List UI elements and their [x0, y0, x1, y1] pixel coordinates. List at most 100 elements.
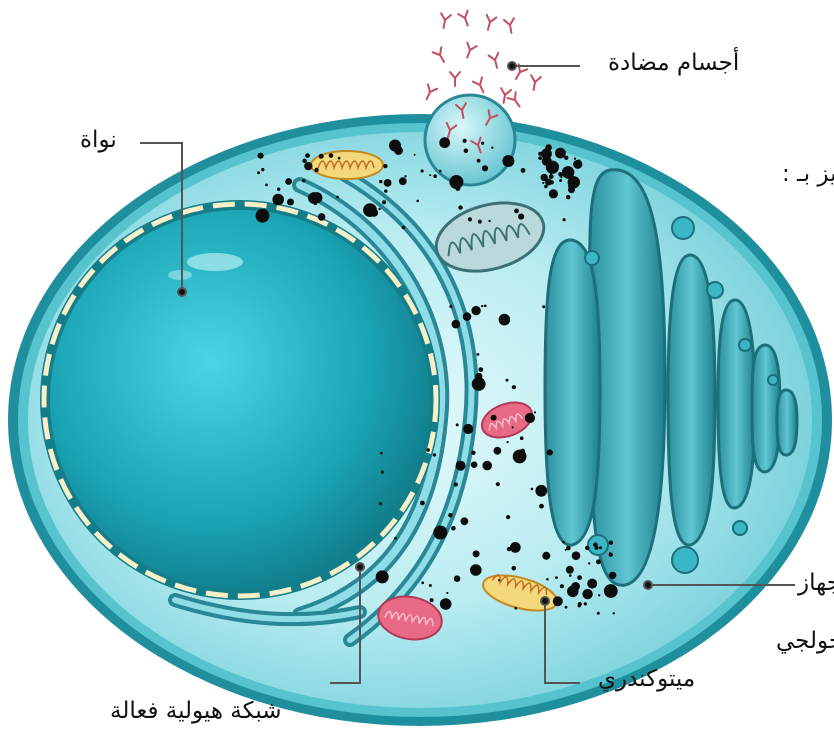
granule-icon — [535, 485, 547, 497]
granule-icon — [501, 316, 504, 319]
granule-icon — [598, 594, 600, 596]
antibody-icon — [450, 72, 460, 86]
granule-icon — [394, 537, 397, 540]
granule-icon — [302, 179, 305, 182]
granule-icon — [555, 576, 558, 579]
granule-icon — [502, 155, 514, 167]
granule-icon — [382, 200, 386, 204]
granule-icon — [318, 213, 326, 221]
granule-icon — [468, 217, 472, 221]
granule-icon — [308, 192, 320, 204]
granule-icon — [429, 584, 432, 587]
granule-icon — [399, 177, 407, 185]
granule-icon — [452, 320, 461, 329]
antibody-icon — [507, 92, 523, 109]
granule-icon — [546, 578, 549, 581]
granule-icon — [265, 184, 268, 187]
granule-icon — [370, 209, 378, 217]
granule-icon — [518, 214, 524, 220]
granule-icon — [257, 171, 260, 174]
granule-icon — [506, 515, 510, 519]
granule-icon — [494, 447, 502, 455]
granule-icon — [482, 165, 488, 171]
granule-icon — [477, 159, 481, 163]
granule-icon — [520, 436, 524, 440]
label-side-text: يز بـ : — [782, 163, 834, 186]
label-golgi-line1: جهاز — [798, 572, 834, 595]
antibody-icon — [473, 77, 488, 94]
granule-icon — [376, 570, 389, 583]
antibody-icon — [489, 53, 502, 69]
granule-icon — [456, 461, 466, 471]
granule-icon — [402, 226, 406, 230]
granule-icon — [547, 449, 553, 455]
granule-icon — [477, 353, 480, 356]
granule-icon — [507, 547, 511, 551]
antibody-icon — [422, 84, 437, 101]
granule-icon — [448, 513, 452, 517]
granule-icon — [569, 574, 572, 577]
granule-icon — [261, 168, 264, 171]
granule-icon — [541, 151, 548, 158]
granule-icon — [542, 305, 545, 308]
granule-icon — [380, 452, 383, 455]
granule-icon — [471, 461, 478, 468]
granule-icon — [531, 488, 534, 491]
granule-icon — [439, 137, 450, 148]
granule-icon — [383, 164, 387, 168]
granule-icon — [458, 205, 462, 209]
granule-icon — [534, 411, 536, 413]
granule-icon — [414, 154, 416, 156]
granule-icon — [285, 178, 292, 185]
granule-icon — [585, 546, 589, 550]
granule-icon — [574, 158, 576, 160]
granule-icon — [545, 179, 552, 186]
antibody-icon — [499, 88, 511, 104]
granule-icon — [550, 173, 552, 175]
granule-icon — [389, 140, 401, 152]
granule-icon — [471, 451, 475, 455]
antibody-icon — [483, 15, 496, 31]
granule-icon — [456, 423, 459, 426]
granule-icon — [272, 194, 284, 206]
granule-icon — [446, 592, 448, 594]
granule-icon — [440, 598, 452, 610]
granule-icon — [559, 179, 562, 182]
granule-icon — [420, 501, 425, 506]
granule-icon — [573, 160, 582, 169]
granule-icon — [539, 504, 544, 509]
secretory-vesicle — [425, 95, 515, 185]
granule-icon — [433, 526, 447, 540]
granule-icon — [384, 189, 387, 192]
granule-icon — [404, 175, 406, 177]
label-rough-er: شبكة هيولية فعالة — [110, 700, 282, 723]
granule-icon — [596, 559, 601, 564]
granule-icon — [512, 385, 516, 389]
granule-icon — [514, 209, 519, 214]
granule-icon — [329, 153, 334, 158]
granule-icon — [379, 180, 382, 183]
granule-icon — [556, 149, 563, 156]
granule-icon — [319, 154, 324, 159]
granule-icon — [454, 482, 458, 486]
granule-icon — [463, 424, 473, 434]
granule-icon — [578, 604, 581, 607]
granule-icon — [491, 147, 493, 149]
label-antibodies: أجسام مضادة — [608, 52, 739, 75]
nucleus — [40, 200, 440, 600]
granule-icon — [277, 188, 280, 191]
granule-icon — [564, 156, 568, 160]
granule-icon — [515, 607, 518, 610]
granule-icon — [421, 581, 424, 584]
granule-icon — [478, 367, 483, 372]
granule-icon — [381, 471, 384, 474]
granule-icon — [471, 306, 480, 315]
antibody-icon — [439, 13, 451, 29]
granule-icon — [566, 546, 571, 551]
granule-icon — [593, 543, 598, 548]
granule-icon — [484, 305, 487, 308]
granule-icon — [613, 612, 615, 614]
granule-icon — [338, 157, 341, 160]
granule-icon — [604, 584, 618, 598]
